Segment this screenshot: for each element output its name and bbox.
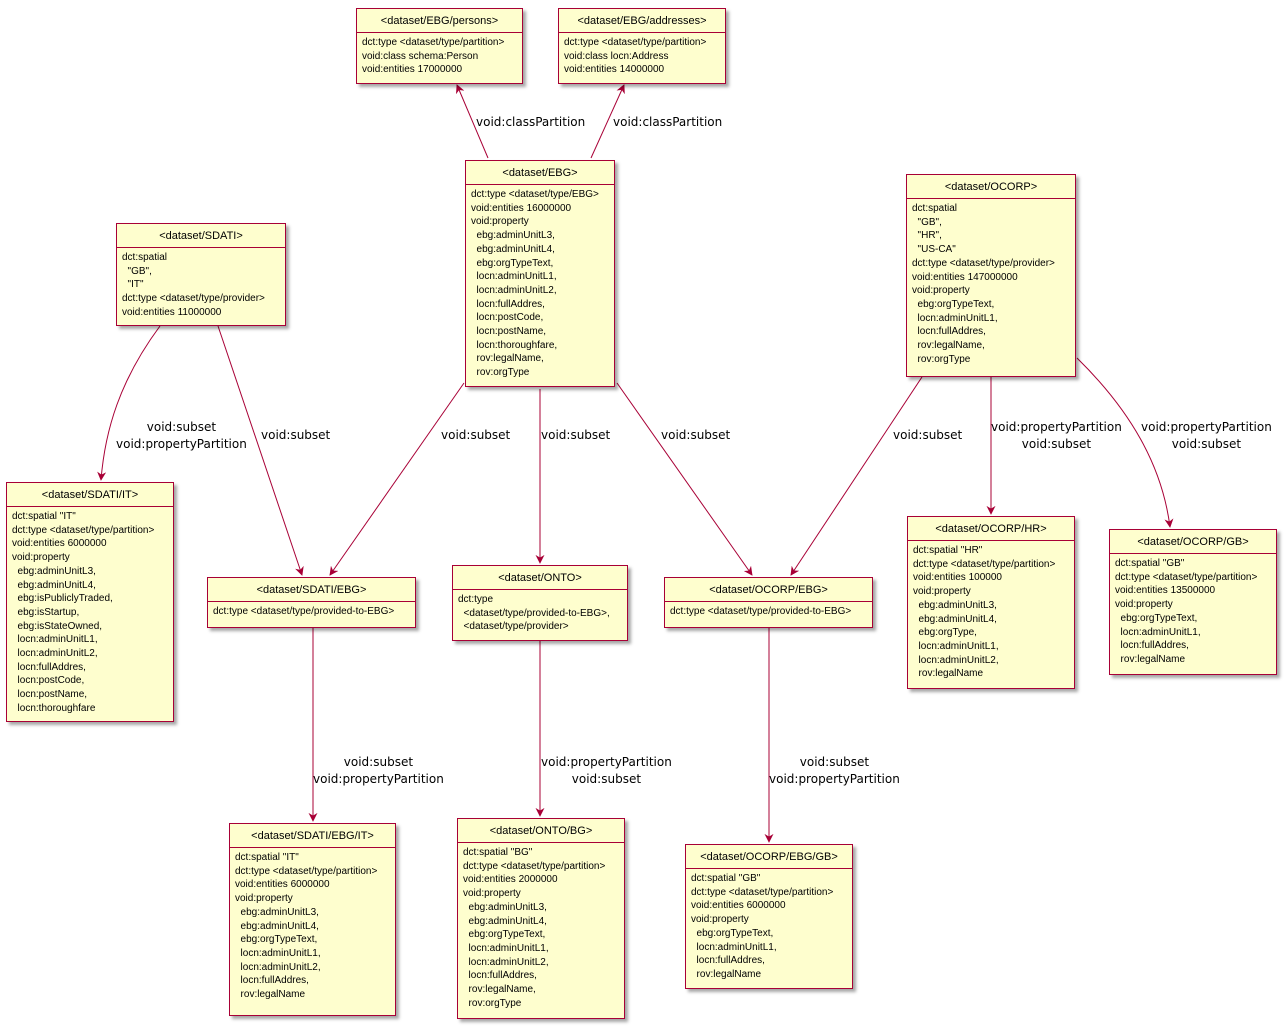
node-body: dct:spatial "IT" dct:type <dataset/type/…: [235, 852, 378, 1001]
edge-ocorp-to-ocorp-gb: [1076, 357, 1174, 528]
edge-label: void:classPartition: [476, 115, 586, 129]
edge-sdati-to-sdati-it: [97, 325, 161, 481]
node-ocorp-gb: <dataset/OCORP/GB> dct:spatial "GB" dct:…: [1109, 529, 1277, 675]
node-body: dct:spatial "GB", "HR", "US-CA" dct:type…: [912, 203, 1055, 365]
node-title: <dataset/EBG/addresses>: [559, 9, 725, 33]
node-body: dct:type <dataset/type/provided-to-EBG>: [670, 606, 852, 617]
node-title: <dataset/OCORP/GB>: [1110, 530, 1276, 554]
edge-ebg-to-ocorp-ebg: [616, 382, 753, 576]
node-title: <dataset/ONTO>: [453, 566, 627, 590]
edge-label: void:subset void:propertyPartition: [769, 755, 900, 786]
node-ebg: <dataset/EBG> dct:type <dataset/type/EBG…: [465, 160, 615, 387]
node-title: <dataset/ONTO/BG>: [458, 819, 624, 843]
edge-label: void:subset void:propertyPartition: [313, 755, 444, 786]
edge-label: void:subset: [441, 428, 511, 442]
node-ocorp-ebg: <dataset/OCORP/EBG> dct:type <dataset/ty…: [664, 577, 873, 628]
node-title: <dataset/OCORP>: [907, 175, 1075, 199]
node-title: <dataset/EBG>: [466, 161, 614, 185]
node-sdati-it: <dataset/SDATI/IT> dct:spatial "IT" dct:…: [6, 482, 174, 722]
node-ocorp-ebg-gb: <dataset/OCORP/EBG/GB> dct:spatial "GB" …: [685, 844, 853, 989]
edge-sdati-to-sdati-ebg: [217, 325, 304, 576]
node-body: dct:type <dataset/type/partition> void:c…: [564, 37, 707, 76]
node-body: dct:spatial "IT" dct:type <dataset/type/…: [12, 511, 155, 714]
node-ebg-addresses: <dataset/EBG/addresses> dct:type <datase…: [558, 8, 726, 84]
node-sdati-ebg: <dataset/SDATI/EBG> dct:type <dataset/ty…: [207, 577, 416, 628]
edge-label: void:subset: [893, 428, 963, 442]
edge-ebg-to-sdati-ebg: [329, 382, 465, 576]
node-body: dct:spatial "HR" dct:type <dataset/type/…: [913, 545, 1056, 680]
edge-ebg-to-persons: [456, 84, 489, 159]
edge-ocorp-to-ocorp-ebg: [790, 376, 923, 576]
node-onto-bg: <dataset/ONTO/BG> dct:spatial "BG" dct:t…: [457, 818, 625, 1019]
edge-label: void:subset: [261, 428, 331, 442]
node-body: dct:type <dataset/type/EBG> void:entitie…: [471, 189, 599, 379]
node-body: dct:type <dataset/type/partition> void:c…: [362, 37, 505, 76]
node-onto: <dataset/ONTO> dct:type <dataset/type/pr…: [452, 565, 628, 641]
node-title: <dataset/EBG/persons>: [357, 9, 522, 33]
edge-label: void:subset: [661, 428, 731, 442]
node-ebg-persons: <dataset/EBG/persons> dct:type <dataset/…: [356, 8, 523, 84]
node-sdati: <dataset/SDATI> dct:spatial "GB", "IT" d…: [116, 223, 286, 326]
node-body: dct:type <dataset/type/provided-to-EBG>,…: [458, 594, 610, 633]
node-body: dct:spatial "GB" dct:type <dataset/type/…: [1115, 558, 1258, 665]
node-body: dct:spatial "GB" dct:type <dataset/type/…: [691, 873, 834, 980]
node-title: <dataset/SDATI>: [117, 224, 285, 248]
node-title: <dataset/SDATI/IT>: [7, 483, 173, 507]
edge-label: void:propertyPartition void:subset: [1141, 420, 1272, 451]
node-title: <dataset/OCORP/EBG/GB>: [686, 845, 852, 869]
edge-label: void:subset void:propertyPartition: [116, 420, 247, 451]
node-title: <dataset/SDATI/EBG/IT>: [230, 824, 395, 848]
edge-label: void:subset: [541, 428, 611, 442]
node-body: dct:spatial "GB", "IT" dct:type <dataset…: [122, 252, 265, 318]
node-ocorp-hr: <dataset/OCORP/HR> dct:spatial "HR" dct:…: [907, 516, 1075, 689]
node-title: <dataset/SDATI/EBG>: [208, 578, 415, 602]
node-body: dct:type <dataset/type/provided-to-EBG>: [213, 606, 395, 617]
node-title: <dataset/OCORP/EBG>: [665, 578, 872, 602]
node-title: <dataset/OCORP/HR>: [908, 517, 1074, 541]
node-body: dct:spatial "BG" dct:type <dataset/type/…: [463, 847, 606, 1009]
node-ocorp: <dataset/OCORP> dct:spatial "GB", "HR", …: [906, 174, 1076, 377]
edge-label: void:classPartition: [613, 115, 723, 129]
edge-label: void:propertyPartition void:subset: [991, 420, 1122, 451]
edge-ebg-to-addresses: [590, 84, 625, 159]
node-sdati-ebg-it: <dataset/SDATI/EBG/IT> dct:spatial "IT" …: [229, 823, 396, 1016]
edge-label: void:propertyPartition void:subset: [541, 755, 672, 786]
